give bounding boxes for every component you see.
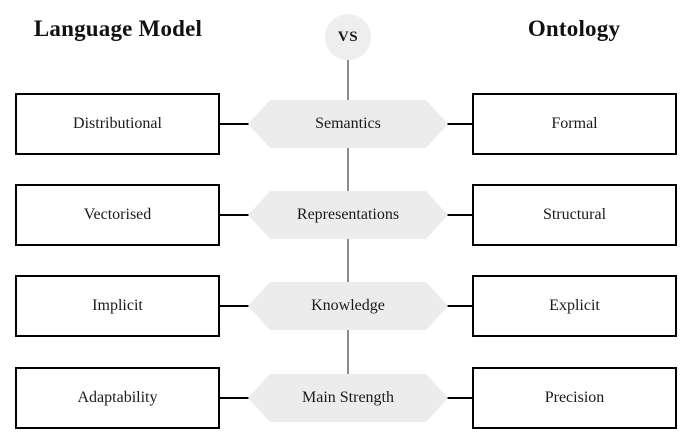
right-column-title: Ontology — [527, 16, 621, 41]
right-value-box: Structural — [472, 184, 677, 246]
left-connector-line — [220, 397, 250, 399]
right-connector-line — [446, 214, 474, 216]
comparison-row: Implicit Knowledge Explicit — [0, 275, 692, 339]
left-value-box: Vectorised — [15, 184, 220, 246]
right-connector-line — [446, 305, 474, 307]
aspect-hexagon: Main Strength — [248, 374, 448, 422]
right-value-box: Precision — [472, 367, 677, 429]
right-connector-line — [446, 123, 474, 125]
left-connector-line — [220, 123, 250, 125]
right-value-box: Formal — [472, 93, 677, 155]
aspect-hexagon: Representations — [248, 191, 448, 239]
comparison-row: Vectorised Representations Structural — [0, 184, 692, 248]
aspect-hexagon: Knowledge — [248, 282, 448, 330]
comparison-row: Distributional Semantics Formal — [0, 93, 692, 157]
left-column-title: Language Model — [33, 16, 203, 41]
aspect-hexagon: Semantics — [248, 100, 448, 148]
right-value-box: Explicit — [472, 275, 677, 337]
left-value-box: Adaptability — [15, 367, 220, 429]
left-connector-line — [220, 214, 250, 216]
left-value-box: Implicit — [15, 275, 220, 337]
left-connector-line — [220, 305, 250, 307]
left-value-box: Distributional — [15, 93, 220, 155]
versus-badge: VS — [325, 14, 371, 60]
right-connector-line — [446, 397, 474, 399]
comparison-row: Adaptability Main Strength Precision — [0, 367, 692, 431]
